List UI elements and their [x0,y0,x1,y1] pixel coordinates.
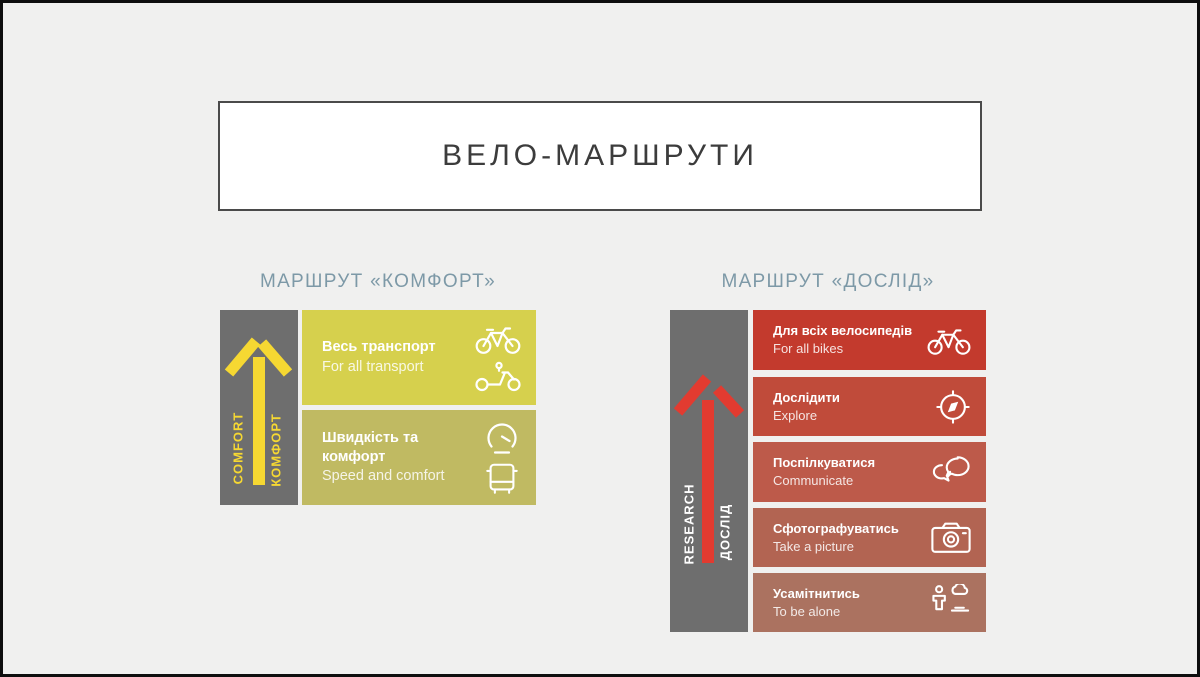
row-subtitle: Communicate [773,473,854,488]
research-diagram: RESEARCH ДОСЛІД Для всіх велосипедів For… [670,310,986,632]
research-row-4: Сфотографуватись Take a picture [753,508,986,567]
research-heading: МАРШРУТ «ДОСЛІД» [721,271,935,292]
row-subtitle: Speed and comfort [322,468,445,485]
comfort-label-latin: COMFORT [230,411,246,485]
row-subtitle: Explore [773,407,818,423]
bus-icon [483,460,521,498]
bicycle-icon [474,323,522,355]
row-title: Поспілкуватися [773,455,876,471]
compass-icon [934,388,972,426]
electric-scooter-icon [474,358,522,392]
comfort-row-2: Швидкість та комфорт Speed and comfort [302,410,536,505]
research-row-3: Поспілкуватися Communicate [753,442,986,502]
bicycle-icon [926,325,972,356]
research-label-cyrillic: ДОСЛІД [717,503,733,561]
comfort-diagram: COMFORT КОМФОРТ Весь транспорт For all t… [220,310,536,505]
camera-icon [930,520,972,555]
research-row-5: Усамітнитись To be alone [753,573,986,632]
comfort-heading: МАРШРУТ «КОМФОРТ» [259,271,497,292]
row-title: Для всіх велосипедів [773,323,913,339]
up-arrow-icon [673,374,745,563]
row-title: Сфотографуватись [773,520,899,536]
person-cloud-icon [930,583,972,622]
row-subtitle: For all bikes [773,341,844,356]
chat-bubbles-icon [930,453,972,491]
slide-title-box: ВЕЛО-МАРШРУТИ [218,101,982,211]
research-arrow-column: RESEARCH ДОСЛІД [670,310,748,632]
comfort-arrow-column: COMFORT КОМФОРТ [220,310,298,505]
up-arrow-icon [224,337,293,485]
comfort-row-1: Весь транспорт For all transport [302,310,536,405]
research-label-latin: RESEARCH [681,483,697,565]
row-title: Весь транспорт [322,339,436,356]
row-subtitle: Take a picture [773,538,854,554]
slide-title: ВЕЛО-МАРШРУТИ [442,139,758,172]
row-title: Дослідити [773,389,840,405]
comfort-label-cyrillic: КОМФОРТ [268,413,284,487]
row-title: Швидкість та комфорт [322,429,419,465]
research-row-2: Дослідити Explore [753,377,986,436]
row-subtitle: For all transport [322,358,424,375]
speedometer-icon [482,418,522,457]
row-title: Усамітнитись [773,585,860,601]
row-subtitle: To be alone [773,603,841,619]
research-row-1: Для всіх велосипедів For all bikes [753,310,986,370]
